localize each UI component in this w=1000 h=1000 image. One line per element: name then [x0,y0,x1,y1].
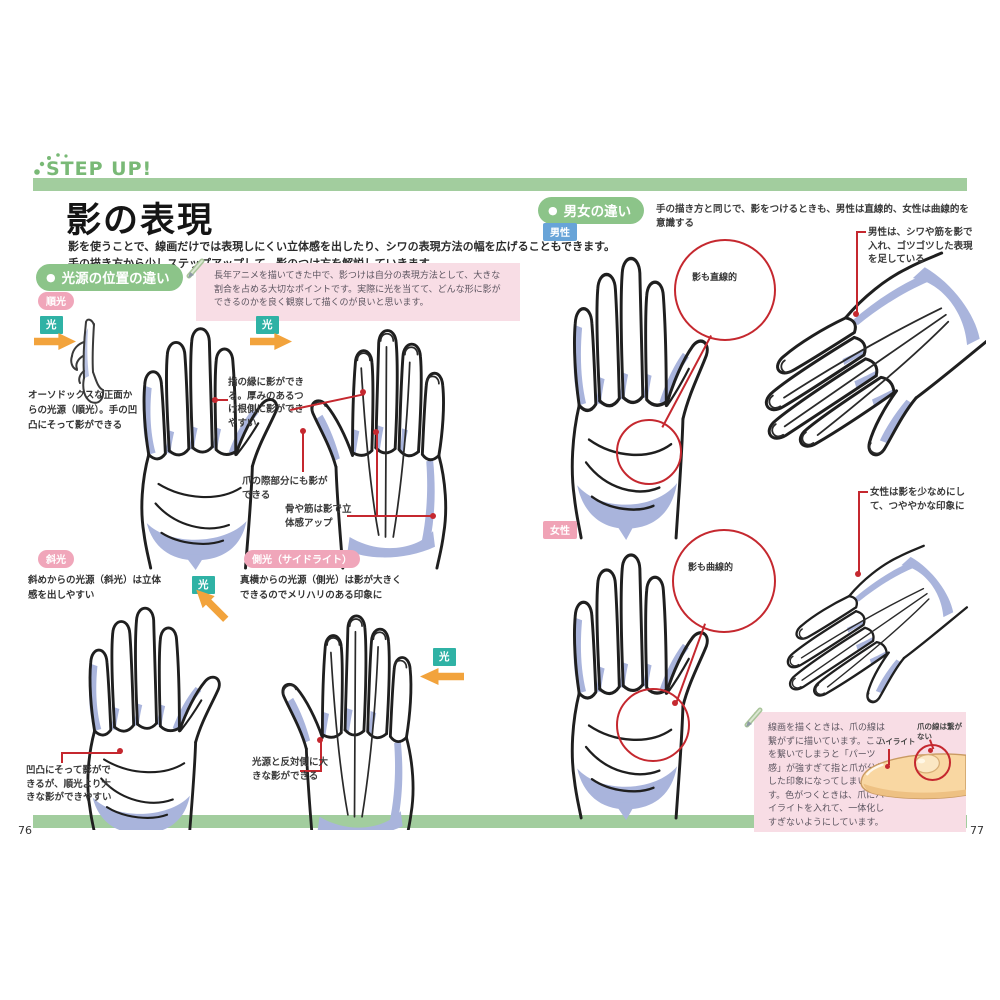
callout-line [856,231,858,313]
hand-illustration-front-light-back [288,308,483,570]
annotation-female: 女性は影を少なめにして、つややかな印象に [870,487,966,512]
callout-dot [855,571,861,577]
gender-intro-text: 手の描き方と同じで、影をつけるときも、男性は直線的、女性は曲線的を意識する [656,204,969,229]
bullet-icon: ● [46,270,56,284]
section-heading-label: 男女の違い [563,204,632,220]
callout-line [856,231,866,233]
callout-line [376,434,378,516]
callout-dot [853,311,859,317]
hand-illustration-side-light [252,594,457,830]
callout-line [300,770,322,772]
caption-front-light: オーソドックスな正面からの光源（順光）。手の凹凸にそって影ができる [28,390,138,431]
annotation-finger-edge: 指の縁に影ができる。厚みのあるつけ根側に影ができやすい [228,377,305,429]
callout-line [61,752,63,763]
tag-female: 女性 [543,521,577,539]
tag-oblique-light: 斜光 [38,550,74,568]
callout-dot [360,389,366,395]
section-heading-gender: ● 男女の違い [538,197,645,224]
annotation-side-shadow: 光源と反対側に大きな影ができる [252,757,329,782]
callout-line [858,491,860,573]
pen-icon [744,706,766,728]
annotation-male: 男性は、シワや筋を影で入れ、ゴツゴツした表現を足している [868,227,973,265]
hand-illustration-front-light-palm [105,306,300,570]
pen-icon [186,257,208,279]
light-label-1: 光 [40,316,63,334]
bullet-icon: ● [548,203,558,217]
nail-detail-circle [914,744,951,781]
tag-front-light: 順光 [38,292,74,310]
section-heading-light-source: ● 光源の位置の違い [36,264,183,291]
callout-line [216,399,228,401]
step-up-badge: STEP UP! [46,158,153,180]
page-description-line1: 影を使うことで、線画だけでは表現しにくい立体感を出したり、シワの表現方法の幅を広… [68,240,616,253]
light-label-3: 光 [192,576,215,594]
highlight-label: ハイライト [878,737,916,746]
zoom-circle-male-note: 影も直線的 [692,273,738,283]
tip-note-box: 長年アニメを描いてきた中で、影つけは自分の表現方法として、大きな割合を占める大切… [196,263,520,321]
annotation-bone-tendon: 骨や筋は影で立体感アップ [285,504,352,529]
section-heading-label: 光源の位置の違い [61,271,170,287]
nail-line-label: 爪の線は繋がない [917,722,962,741]
tip-note-text: 長年アニメを描いてきた中で、影つけは自分の表現方法として、大きな割合を占める大切… [214,271,501,308]
light-label-2: 光 [256,316,279,334]
tag-side-light: 側光（サイドライト） [244,550,360,568]
callout-line [888,749,890,765]
callout-dot [317,737,323,743]
annotation-oblique-shadow: 凹凸にそって影ができるが、順光より大きな影ができやすい [26,765,112,803]
callout-line [302,432,304,472]
light-label-4: 光 [433,648,456,666]
zoom-circle-male [674,239,776,341]
zoom-circle-female-note: 影も曲線的 [688,563,734,573]
zoom-circle-female [672,529,776,633]
callout-line [347,515,433,517]
callout-dot [885,764,890,769]
page-title: 影の表現 [66,201,215,241]
callout-line [320,742,322,772]
bottom-green-bar [33,815,967,828]
callout-dot [117,748,123,754]
detail-circle-male [616,419,682,485]
callout-dot [212,397,218,403]
caption-oblique-light: 斜めからの光源（斜光）は立体感を出しやすい [28,575,162,601]
step-up-dots-decoration [34,153,68,175]
tag-male: 男性 [543,223,577,241]
caption-side-light: 真横からの光源（側光）は影が大きくできるのでメリハリのある印象に [240,575,402,601]
callout-line [858,491,868,493]
callout-dot [430,513,436,519]
annotation-nail-area: 爪の際部分にも影ができる [242,476,328,501]
callout-dot [300,428,306,434]
hand-illustration-female-back [742,538,982,738]
callout-line [61,752,121,754]
callout-dot [672,700,678,706]
top-green-bar [33,178,967,191]
hand-illustration-male-back [738,243,986,501]
detail-circle-female [616,688,690,762]
callout-dot [373,429,379,435]
nail-note-text: 線画を描くときは、爪の線は繋がずに描いています。ここを繋いでしまうと「パーツ感」… [768,723,886,828]
page-number-left: 76 [18,824,32,837]
page-number-right: 77 [970,824,984,837]
